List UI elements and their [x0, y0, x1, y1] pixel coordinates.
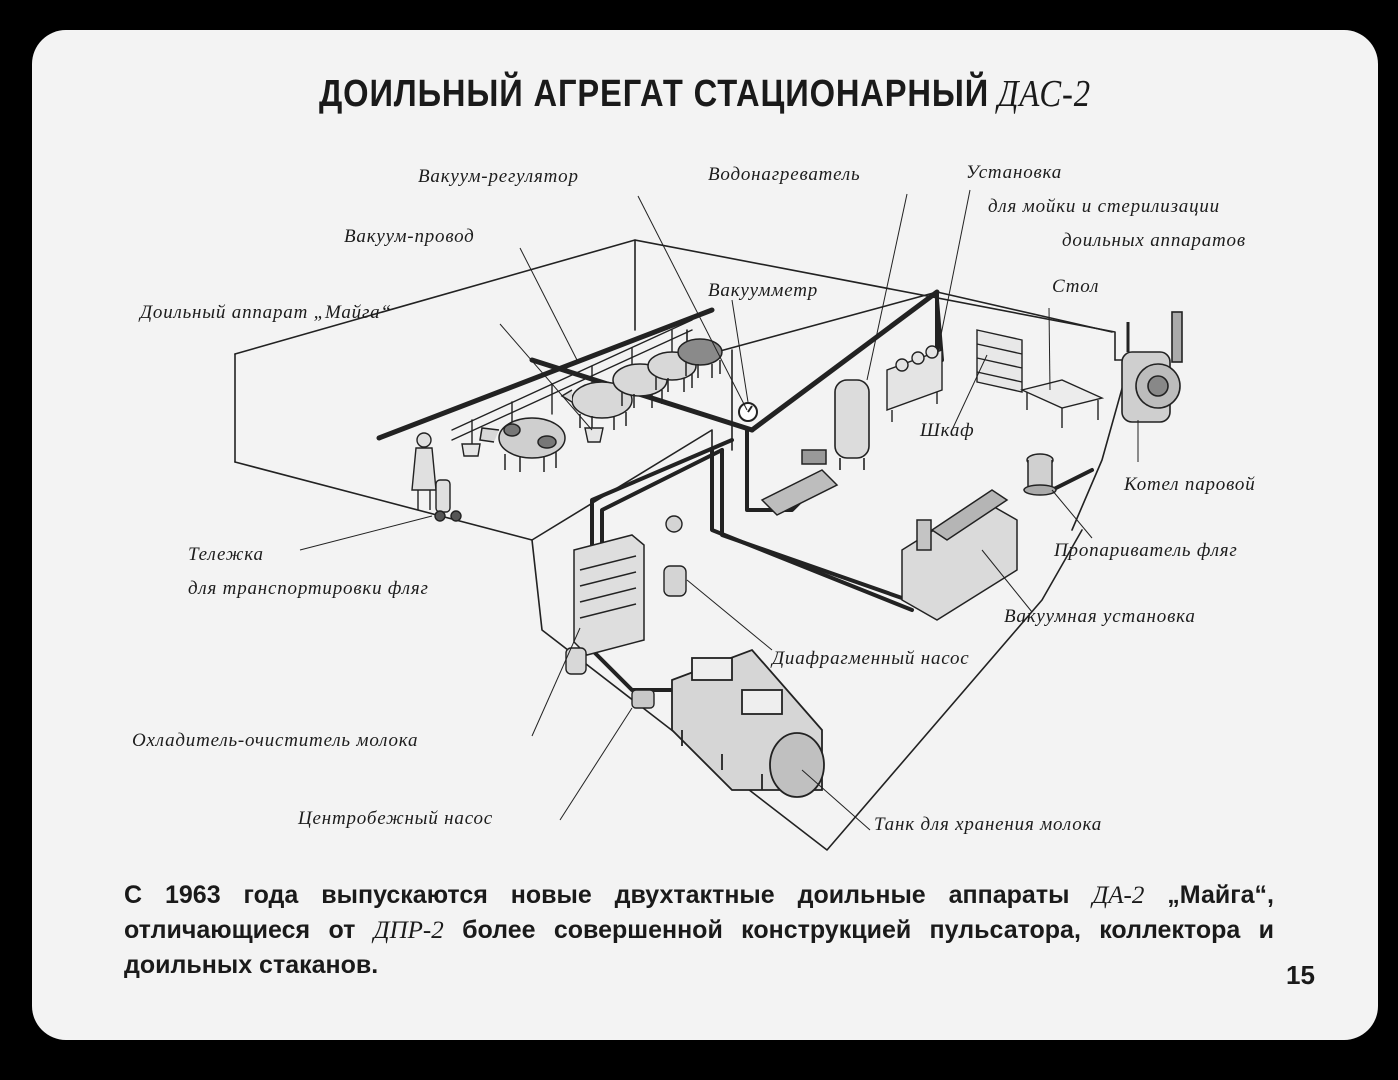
milking-system-diagram: [234, 189, 1183, 851]
milking-machine-buckets: [461, 427, 604, 457]
label-water-heater: Водонагреватель: [708, 164, 861, 185]
label-centrifugal-pump: Центробежный насос: [298, 808, 494, 829]
steam-boiler: [1121, 311, 1183, 423]
milkmaid-cart: [411, 432, 462, 522]
can-steamer: [1023, 453, 1057, 496]
label-wash-unit-1: Установка: [966, 162, 1063, 183]
caption: С 1963 года выпускаются новые двухтактны…: [124, 878, 1274, 982]
caption-part-2: „Майга“, отличающиеся от: [124, 881, 1274, 944]
pipelines: [590, 290, 1094, 692]
table: [1019, 379, 1105, 428]
centrifugal-pump: [631, 689, 655, 709]
cow-5: [677, 338, 723, 378]
caption-part-3: более совершенной конструкцией пульсатор…: [124, 916, 1274, 979]
label-milking-machine: Доильный аппарат „Майга“: [140, 302, 392, 323]
water-heater: [834, 379, 870, 470]
vacuum-installation: [901, 489, 1018, 621]
label-cabinet: Шкаф: [920, 420, 975, 441]
title-model: ДАС-2: [997, 73, 1091, 115]
label-can-steamer: Пропариватель фляг: [1054, 540, 1238, 561]
label-steam-boiler: Котел паровой: [1124, 474, 1256, 495]
milk-tank: [671, 648, 825, 798]
vacuum-gauge: [738, 402, 758, 422]
label-vacuum-unit: Вакуумная установка: [1004, 606, 1196, 627]
milk-cooler: [573, 534, 645, 656]
label-diaphragm-pump: Диафрагменный насос: [772, 648, 970, 669]
label-wash-unit-3: доильных аппаратов: [1062, 230, 1246, 251]
label-vacuum-gauge: Вакуумметр: [708, 280, 819, 301]
label-vacuum-regulator: Вакуум-регулятор: [418, 166, 579, 187]
cows: [479, 338, 723, 472]
label-table: Стол: [1052, 276, 1100, 297]
label-cart-1: Тележка: [188, 544, 264, 565]
title-main: ДОИЛЬНЫЙ АГРЕГАТ СТАЦИОНАРНЫЙ: [319, 73, 990, 115]
cabinet: [976, 329, 1023, 393]
caption-part-1: С 1963 года выпускаются новые двухтактны…: [124, 881, 1093, 909]
caption-model-1: ДА-2: [1092, 882, 1145, 909]
diaphragm-pump: [663, 515, 687, 597]
caption-model-2: ДПР-2: [373, 917, 444, 944]
washing-unit: [886, 345, 943, 422]
milk-flask: [565, 647, 587, 675]
leader-lines: [299, 189, 1139, 831]
page-number: 15: [1286, 960, 1315, 990]
motor-pump: [760, 449, 839, 516]
label-cart-2: для транспортировки фляг: [188, 578, 429, 599]
cow-front: [479, 417, 566, 472]
label-milk-cooler: Охладитель-очиститель молока: [132, 730, 419, 751]
label-milk-tank: Танк для хранения молока: [874, 814, 1103, 835]
label-vacuum-line: Вакуум-провод: [344, 226, 475, 247]
label-wash-unit-2: для мойки и стерилизации: [988, 196, 1220, 217]
